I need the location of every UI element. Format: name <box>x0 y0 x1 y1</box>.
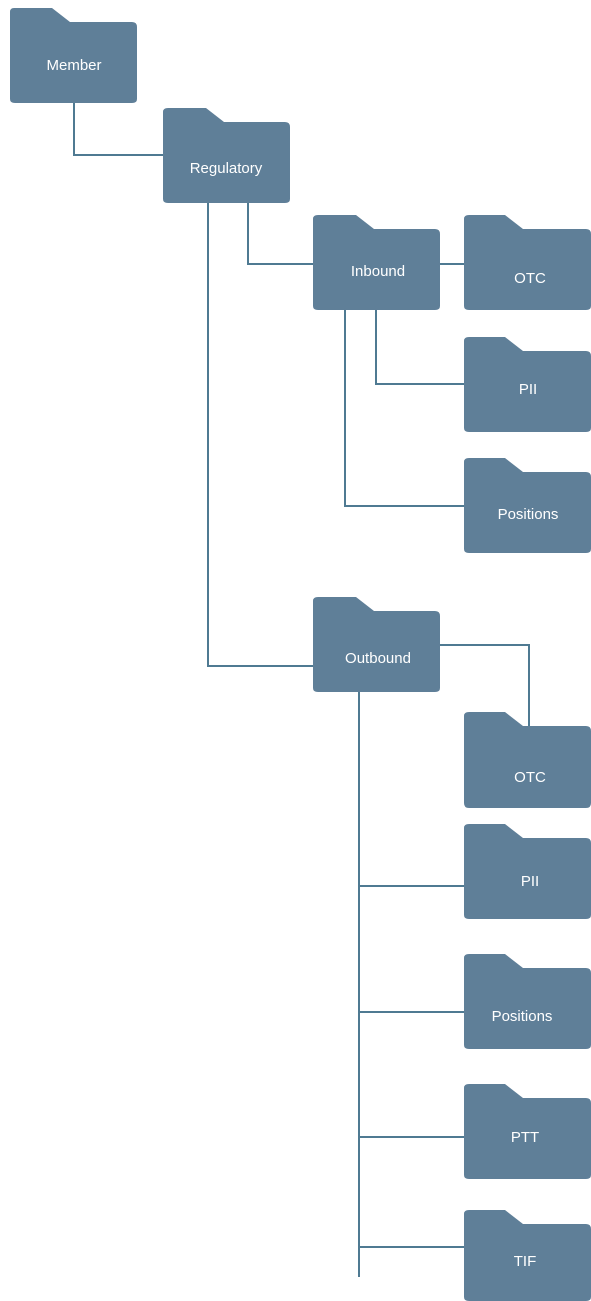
folder-icon <box>464 1084 591 1179</box>
folder-icon <box>464 458 591 553</box>
folder-icon <box>313 597 440 692</box>
folder-outbound-ptt[interactable]: PTT <box>464 1084 591 1179</box>
folder-label: Regulatory <box>190 160 263 177</box>
folder-icon <box>464 215 591 310</box>
folder-icon <box>10 8 137 103</box>
folder-icon <box>163 108 290 203</box>
folder-label: OTC <box>514 769 546 786</box>
folder-inbound-pii[interactable]: PII <box>464 337 591 432</box>
folder-inbound[interactable]: Inbound <box>313 215 440 310</box>
folder-label: Positions <box>492 1008 553 1025</box>
folder-label: PTT <box>511 1129 539 1146</box>
folder-icon <box>313 215 440 310</box>
folder-outbound[interactable]: Outbound <box>313 597 440 692</box>
folder-icon <box>464 337 591 432</box>
folder-label: Outbound <box>345 650 411 667</box>
connector-inbound-positions <box>344 310 465 507</box>
folder-icon <box>464 1210 591 1301</box>
folder-regulatory[interactable]: Regulatory <box>163 108 290 203</box>
connector-inbound-pii <box>375 310 465 385</box>
folder-label: PII <box>521 873 539 890</box>
folder-label: OTC <box>514 270 546 287</box>
connector-regulatory-inbound <box>247 203 314 265</box>
folder-icon <box>464 712 591 808</box>
folder-label: PII <box>519 381 537 398</box>
folder-label: Member <box>46 57 101 74</box>
folder-outbound-tif[interactable]: TIF <box>464 1210 591 1301</box>
connector-regulatory-outbound <box>207 203 314 667</box>
folder-member[interactable]: Member <box>10 8 137 103</box>
connector-member-regulatory <box>73 103 164 156</box>
folder-inbound-otc[interactable]: OTC <box>464 215 591 310</box>
folder-label: TIF <box>514 1253 537 1270</box>
folder-outbound-pii[interactable]: PII <box>464 824 591 919</box>
folder-icon <box>464 954 591 1049</box>
folder-icon <box>464 824 591 919</box>
folder-outbound-positions[interactable]: Positions <box>464 954 591 1049</box>
folder-label: Positions <box>498 506 559 523</box>
connectors <box>73 103 530 1277</box>
folder-label: Inbound <box>351 263 405 280</box>
connector-outbound-otc <box>439 644 530 730</box>
folder-inbound-positions[interactable]: Positions <box>464 458 591 553</box>
folder-outbound-otc[interactable]: OTC <box>464 712 591 808</box>
